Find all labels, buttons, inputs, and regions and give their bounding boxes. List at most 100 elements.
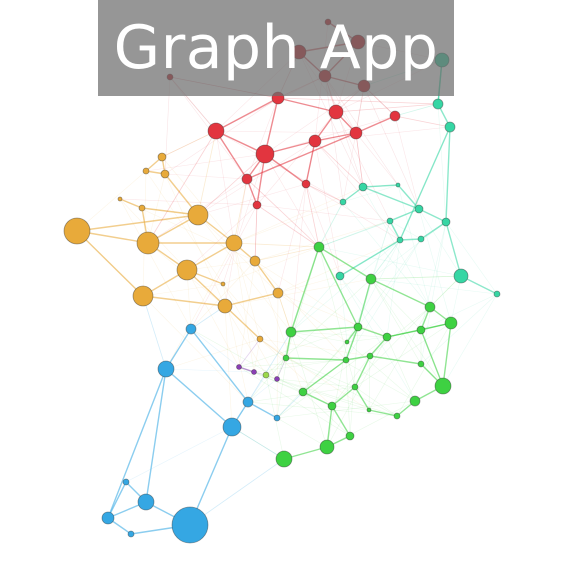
graph-node-b10[interactable] bbox=[127, 530, 135, 538]
graph-node-b4[interactable] bbox=[222, 417, 242, 437]
graph-node-t1[interactable] bbox=[432, 98, 444, 110]
graph-node-b2[interactable] bbox=[157, 360, 175, 378]
graph-node-o10[interactable] bbox=[157, 152, 167, 162]
graph-node-g21[interactable] bbox=[393, 412, 401, 420]
graph-node-b3[interactable] bbox=[242, 396, 254, 408]
graph-edge bbox=[161, 130, 217, 158]
graph-node-g12[interactable] bbox=[434, 377, 452, 395]
graph-edge bbox=[339, 275, 348, 343]
graph-node-l1[interactable] bbox=[262, 371, 270, 379]
graph-edge bbox=[342, 186, 364, 203]
graph-edge bbox=[254, 204, 258, 262]
graph-node-t8[interactable] bbox=[417, 235, 425, 243]
graph-node-o11[interactable] bbox=[142, 167, 150, 175]
graph-node-g19[interactable] bbox=[345, 431, 355, 441]
graph-node-r5[interactable] bbox=[328, 104, 344, 120]
graph-edge bbox=[326, 400, 416, 448]
graph-edge bbox=[437, 103, 447, 223]
graph-node-t6[interactable] bbox=[441, 217, 451, 227]
graph-node-g14[interactable] bbox=[298, 387, 308, 397]
graph-node-p3[interactable] bbox=[274, 376, 280, 382]
graph-edge bbox=[277, 292, 292, 333]
graph-node-r1[interactable] bbox=[207, 122, 225, 140]
graph-edge bbox=[246, 97, 279, 180]
graph-node-g5[interactable] bbox=[424, 301, 436, 313]
graph-edge bbox=[76, 214, 199, 232]
graph-node-g13[interactable] bbox=[409, 395, 421, 407]
graph-edge bbox=[331, 405, 351, 437]
graph-node-o12[interactable] bbox=[160, 169, 170, 179]
graph-node-r2[interactable] bbox=[255, 144, 275, 164]
graph-node-g11[interactable] bbox=[282, 354, 290, 362]
graph-node-o1[interactable] bbox=[63, 217, 91, 245]
graph-node-t14[interactable] bbox=[395, 182, 401, 188]
graph-node-p2[interactable] bbox=[251, 369, 257, 375]
graph-node-g17[interactable] bbox=[275, 450, 293, 468]
graph-node-o9[interactable] bbox=[249, 255, 261, 267]
graph-node-o4[interactable] bbox=[176, 259, 198, 281]
graph-node-t9[interactable] bbox=[339, 198, 347, 206]
graph-node-t12[interactable] bbox=[335, 271, 345, 281]
graph-node-r4[interactable] bbox=[308, 134, 322, 148]
graph-node-o15[interactable] bbox=[256, 335, 264, 343]
graph-node-b1[interactable] bbox=[185, 323, 197, 335]
graph-node-b7[interactable] bbox=[171, 506, 209, 544]
graph-node-t2[interactable] bbox=[444, 121, 456, 133]
graph-node-b6[interactable] bbox=[137, 493, 155, 511]
graph-edge bbox=[342, 184, 399, 203]
graph-edge bbox=[396, 322, 452, 417]
graph-edge bbox=[370, 275, 462, 280]
graph-node-t13[interactable] bbox=[386, 217, 394, 225]
graph-edge bbox=[231, 426, 285, 460]
graph-node-g18[interactable] bbox=[319, 439, 335, 455]
graph-node-o2[interactable] bbox=[136, 231, 160, 255]
graph-node-o14[interactable] bbox=[117, 196, 123, 202]
graph-node-g9[interactable] bbox=[342, 356, 350, 364]
graph-edge bbox=[342, 132, 357, 203]
graph-node-t10[interactable] bbox=[453, 268, 469, 284]
graph-node-o7[interactable] bbox=[217, 298, 233, 314]
graph-edge bbox=[76, 230, 144, 297]
graph-node-g16[interactable] bbox=[351, 383, 359, 391]
graph-node-t11[interactable] bbox=[493, 290, 501, 298]
graph-edge bbox=[238, 260, 256, 368]
graph-edge bbox=[222, 153, 266, 285]
graph-node-r7[interactable] bbox=[389, 110, 401, 122]
graph-node-r10[interactable] bbox=[252, 200, 262, 210]
graph-node-p1[interactable] bbox=[236, 364, 242, 370]
graph-node-t4[interactable] bbox=[358, 182, 368, 192]
graph-edge bbox=[119, 198, 192, 330]
graph-node-b8[interactable] bbox=[101, 511, 115, 525]
graph-node-t5[interactable] bbox=[414, 204, 424, 214]
graph-node-t7[interactable] bbox=[396, 236, 404, 244]
graph-node-o6[interactable] bbox=[132, 285, 154, 307]
graph-edge bbox=[253, 355, 371, 373]
graph-node-b5[interactable] bbox=[273, 414, 281, 422]
graph-node-g3[interactable] bbox=[285, 326, 297, 338]
graph-node-o8[interactable] bbox=[272, 287, 284, 299]
graph-node-g8[interactable] bbox=[382, 332, 392, 342]
graph-node-o3[interactable] bbox=[187, 204, 209, 226]
graph-node-r6[interactable] bbox=[349, 126, 363, 140]
graph-edge bbox=[318, 220, 391, 248]
graph-node-g10[interactable] bbox=[366, 352, 374, 360]
graph-node-o5[interactable] bbox=[225, 234, 243, 252]
graph-node-o16[interactable] bbox=[220, 281, 226, 287]
graph-node-g20[interactable] bbox=[366, 407, 372, 413]
graph-node-g1[interactable] bbox=[313, 241, 325, 253]
graph-node-b9[interactable] bbox=[122, 478, 130, 486]
graph-node-g23[interactable] bbox=[344, 339, 350, 345]
graph-edge bbox=[197, 140, 316, 216]
graph-edge bbox=[354, 386, 370, 411]
graph-node-g2[interactable] bbox=[365, 273, 377, 285]
graph-node-g7[interactable] bbox=[416, 325, 426, 335]
graph-node-g15[interactable] bbox=[327, 401, 337, 411]
graph-node-r8[interactable] bbox=[241, 173, 253, 185]
graph-node-g4[interactable] bbox=[353, 322, 363, 332]
graph-node-r9[interactable] bbox=[301, 179, 311, 189]
graph-edge bbox=[345, 355, 371, 361]
graph-node-o13[interactable] bbox=[138, 204, 146, 212]
graph-node-g6[interactable] bbox=[444, 316, 458, 330]
graph-node-g22[interactable] bbox=[417, 360, 425, 368]
